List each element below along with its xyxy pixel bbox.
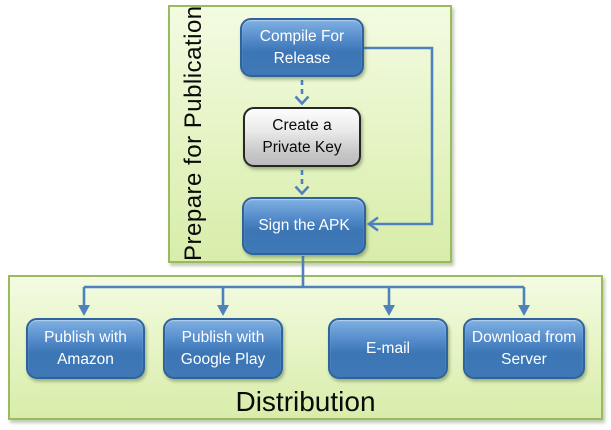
node-compile-for-release: Compile For Release — [240, 18, 364, 77]
node-create-private-key: Create a Private Key — [243, 107, 361, 167]
prepare-section-title: Prepare for Publication — [180, 5, 207, 261]
node-publish-with-google-play: Publish with Google Play — [163, 318, 283, 379]
node-email: E-mail — [328, 318, 448, 379]
node-sign-the-apk: Sign the APK — [242, 197, 366, 255]
distribution-section-title: Distribution — [235, 386, 376, 417]
node-download-from-server: Download from Server — [463, 318, 585, 379]
node-publish-with-amazon: Publish with Amazon — [26, 318, 145, 379]
